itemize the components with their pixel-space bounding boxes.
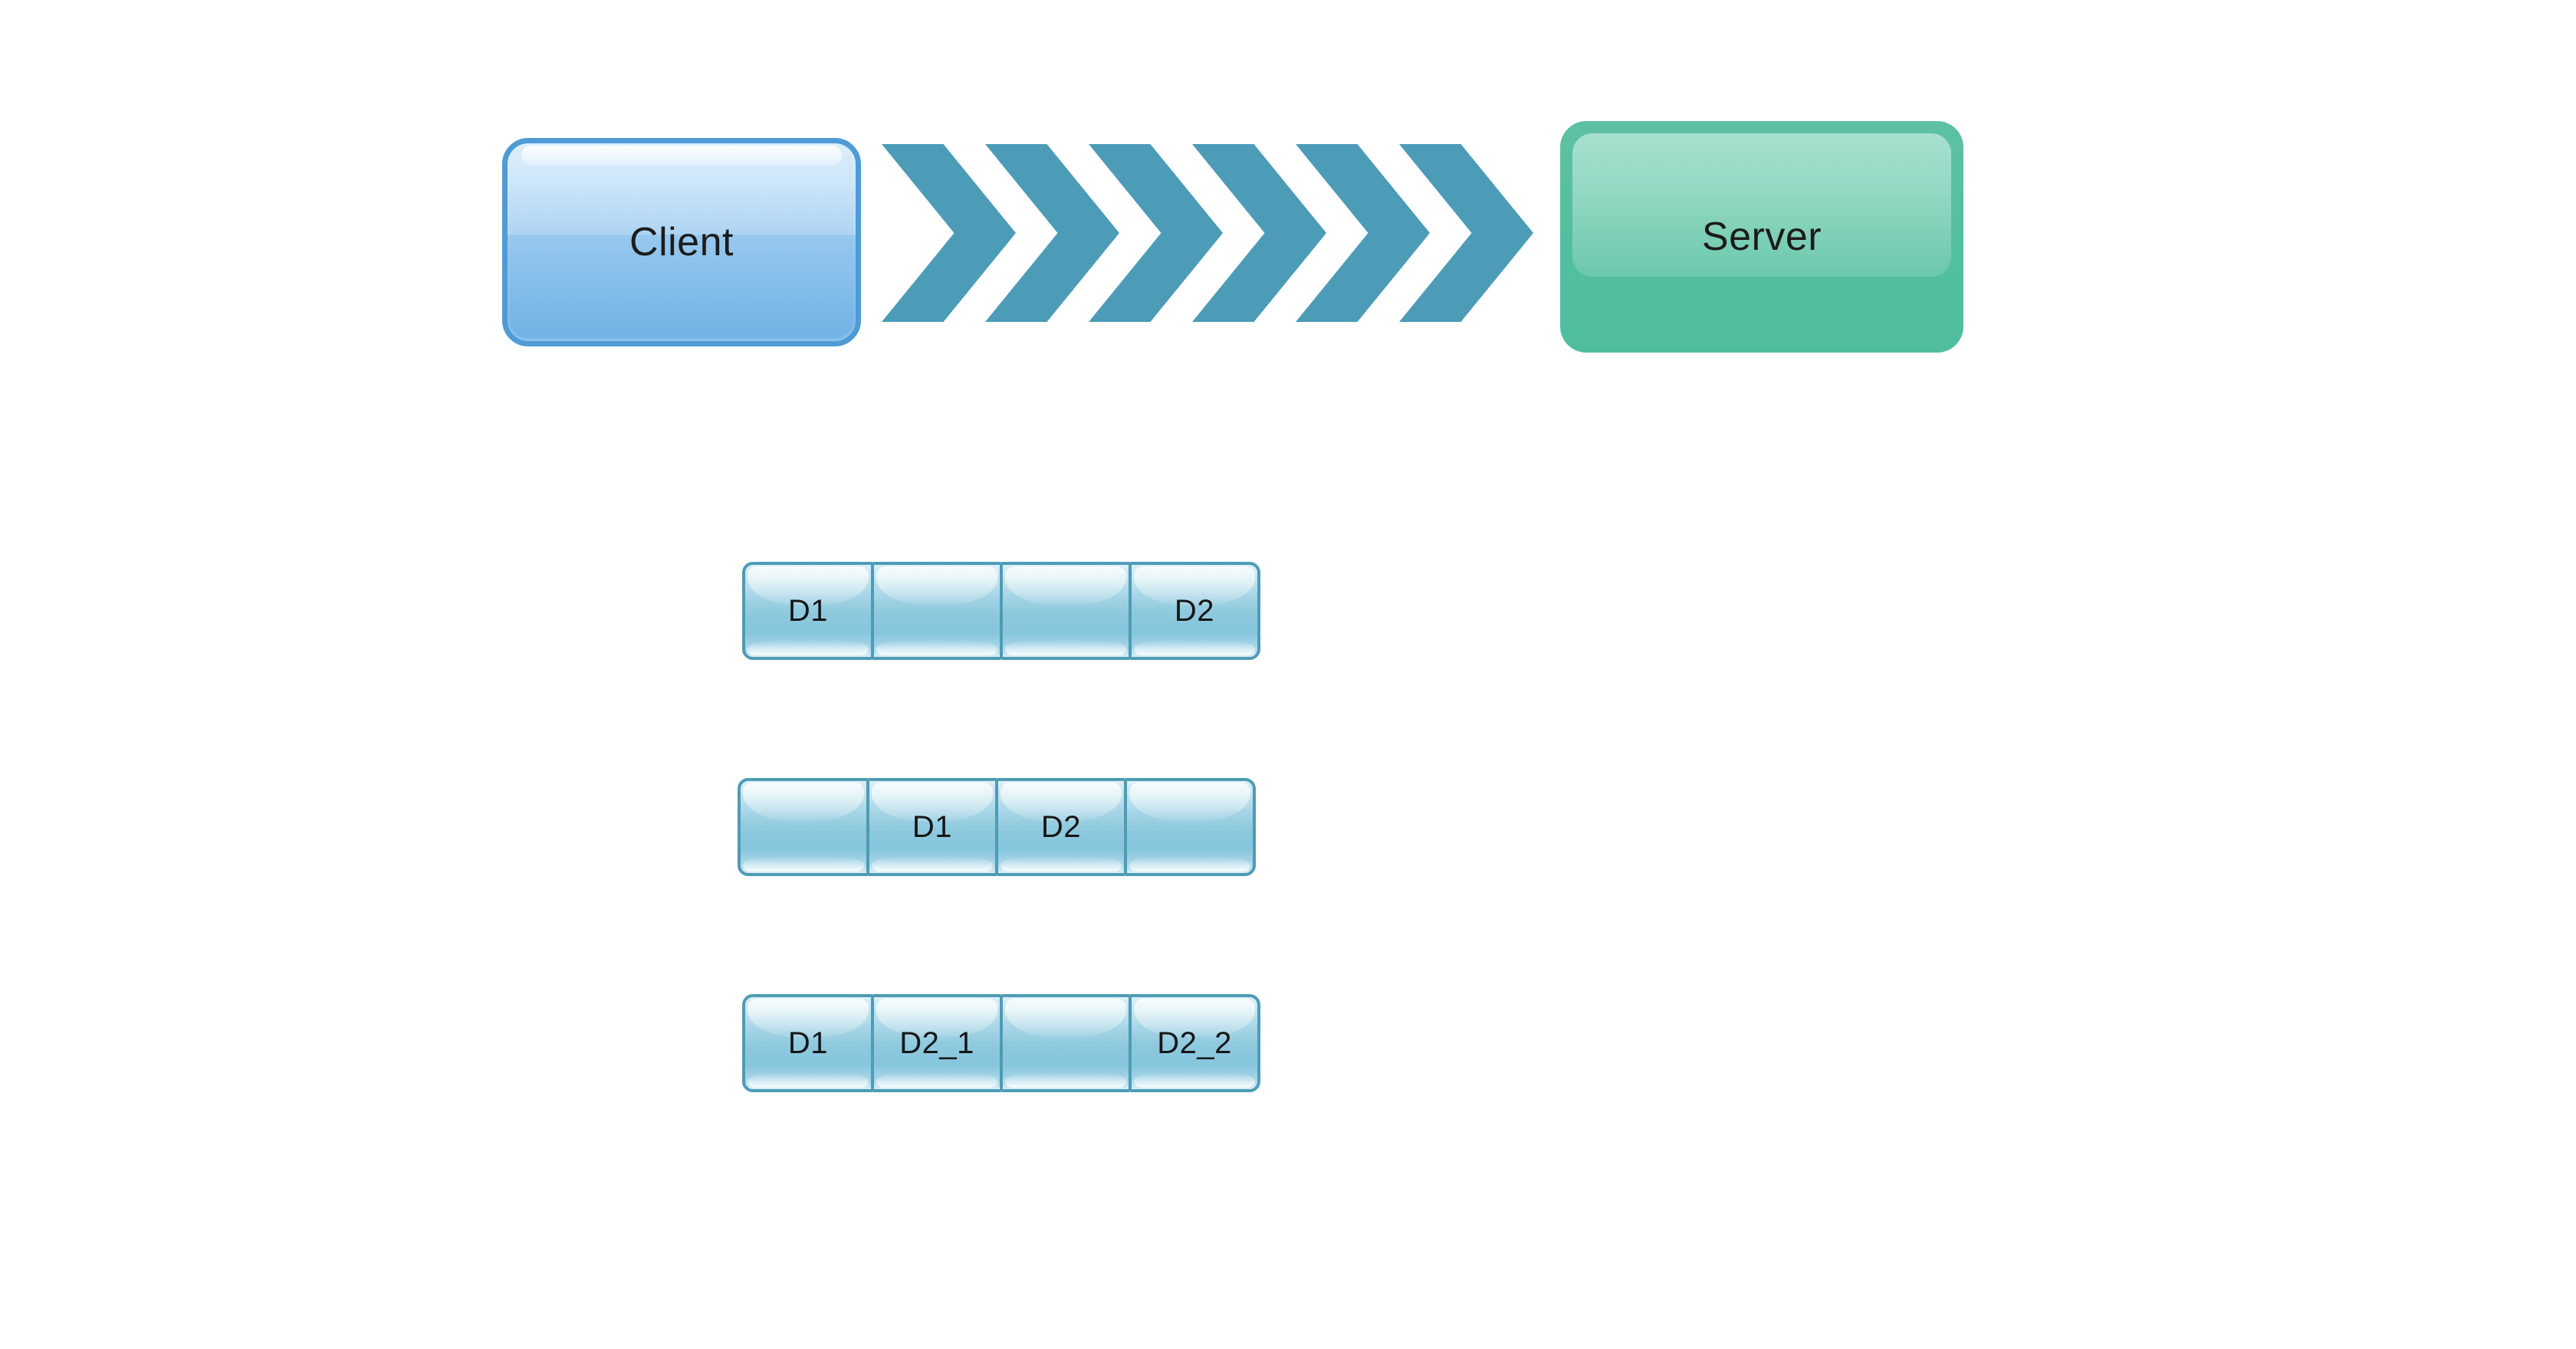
segment-gloss-bottom [876,1072,997,1088]
bar-segment[interactable]: D2_1 [871,994,1003,1092]
server-node-label: Server [1701,215,1822,259]
bar-segment-label: D1 [787,1026,829,1060]
segment-gloss-bottom [748,1072,869,1088]
bar-segment[interactable]: D2 [1129,562,1260,660]
segment-gloss-bottom [1134,1072,1255,1088]
bar-segment-label: D2_1 [899,1026,974,1060]
segment-gloss [1005,566,1126,606]
segment-gloss-bottom [876,639,997,655]
bar-segment-label: D2_2 [1157,1026,1232,1060]
bar-segment[interactable]: D2 [995,778,1127,876]
client-node-label: Client [629,220,734,264]
bar-segment[interactable]: D1 [866,778,998,876]
bar-segment-label: D1 [912,810,953,844]
bar-segment[interactable]: D1 [742,994,874,1092]
bar-segment[interactable] [1000,562,1132,660]
segment-gloss-bottom [1001,855,1122,871]
client-node[interactable]: Client [502,138,861,346]
bar-segment[interactable] [738,778,869,876]
segment-gloss-bottom [1005,1072,1126,1088]
bar-segment[interactable]: D1 [742,562,874,660]
bar-segment[interactable] [1000,994,1132,1092]
bar-segment[interactable] [1124,778,1256,876]
segment-gloss [876,566,997,606]
segment-gloss-bottom [1134,639,1255,655]
bar-segment-label: D2 [1040,810,1082,844]
bar-segment[interactable] [871,562,1003,660]
bar-row: D1 D2 [738,778,1256,876]
segment-gloss-bottom [743,855,864,871]
flow-arrow-group [882,144,1533,322]
client-gloss-highlight [521,146,842,166]
bar-segment[interactable]: D2_2 [1129,994,1260,1092]
server-node[interactable]: Server [1560,121,1963,353]
segment-gloss-bottom [748,639,869,655]
segment-gloss [743,783,864,822]
segment-gloss [1129,783,1250,822]
bar-row: D1 D2_1 D2_2 [742,994,1260,1092]
segment-gloss-bottom [872,855,993,871]
segment-gloss-bottom [1129,855,1250,871]
bar-row: D1 D2 [742,562,1260,660]
segment-gloss-bottom [1005,639,1126,655]
chevron-right-icon [882,144,1016,322]
segment-gloss [1005,999,1126,1038]
bar-segment-label: D2 [1174,594,1215,628]
bar-segment-label: D1 [787,594,829,628]
